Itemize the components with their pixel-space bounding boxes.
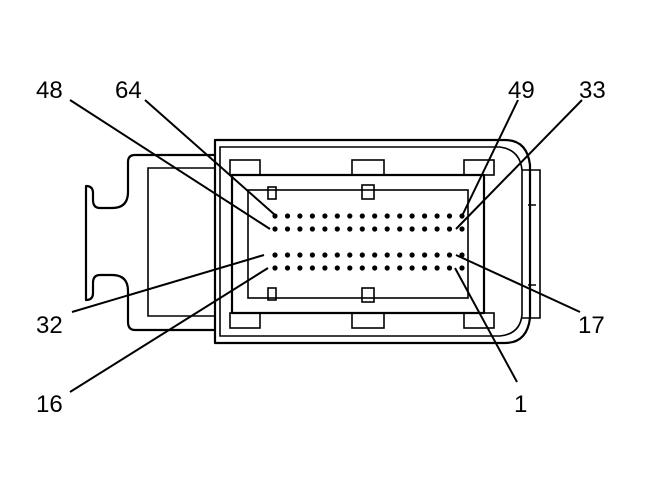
leader-line-17: [455, 254, 581, 313]
pin-63: [284, 213, 291, 219]
pin-60: [322, 213, 328, 219]
bottom-key-tab: [351, 312, 385, 329]
top-key-tab: [229, 159, 261, 176]
pin-29: [309, 252, 315, 258]
leader-line-33: [455, 99, 583, 230]
connector-right-cap: [522, 169, 541, 319]
pin-5: [409, 265, 415, 271]
pin-21: [409, 252, 415, 258]
pin-2: [446, 265, 453, 271]
pin-field-frame: [247, 189, 469, 299]
pin-33: [459, 226, 465, 232]
pin-39: [384, 226, 390, 232]
pin-48: [272, 226, 278, 232]
leader-line-16: [69, 267, 269, 393]
bottom-key-tab: [229, 312, 261, 329]
pin-38: [397, 226, 403, 232]
pin-label-48: 48: [36, 77, 63, 104]
pin-labels: 48 64 49 33 32 17 16 1: [36, 77, 606, 418]
inner-post: [267, 186, 277, 200]
pin-grid: [272, 213, 465, 271]
pin-25: [359, 252, 365, 258]
pin-42: [347, 226, 353, 232]
pin-26: [347, 252, 353, 258]
pin-43: [334, 226, 340, 232]
pin-59: [334, 213, 340, 219]
connector-inner-shell: [219, 146, 523, 337]
pin-label-1: 1: [514, 391, 527, 418]
top-key-tab: [463, 159, 495, 176]
pin-label-17: 17: [578, 312, 605, 339]
pin-14: [297, 265, 303, 271]
pin-15: [284, 265, 291, 271]
pin-12: [322, 265, 328, 271]
leader-line-49: [461, 99, 519, 217]
pin-1: [459, 265, 465, 271]
pin-28: [322, 252, 328, 258]
pin-36: [422, 226, 428, 232]
pin-37: [409, 226, 415, 232]
pin-54: [397, 213, 403, 219]
pin-8: [372, 265, 378, 271]
bottom-key-tab: [463, 312, 495, 329]
pin-label-49: 49: [508, 77, 535, 104]
pin-10: [347, 265, 353, 271]
pin-22: [397, 252, 403, 258]
inner-post: [267, 287, 277, 301]
pin-40: [372, 226, 378, 232]
leader-line-32: [71, 254, 265, 313]
pin-19: [434, 252, 440, 258]
pin-50: [446, 213, 453, 219]
pin-label-33: 33: [579, 77, 606, 104]
leader-line-64: [144, 99, 276, 216]
pin-11: [334, 265, 340, 271]
connector-right-cap-detail: [528, 204, 536, 286]
pin-label-64: 64: [115, 77, 142, 104]
pin-27: [334, 252, 340, 258]
pin-44: [322, 226, 328, 232]
pin-18: [446, 252, 453, 258]
leader-line-1: [454, 267, 518, 383]
pin-34: [446, 226, 453, 232]
inner-post: [361, 287, 375, 303]
leader-lines: [69, 99, 583, 393]
pin-6: [397, 265, 403, 271]
pin-23: [384, 252, 390, 258]
pin-47: [284, 226, 291, 232]
pin-31: [284, 252, 291, 258]
pin-24: [372, 252, 378, 258]
pin-30: [297, 252, 303, 258]
pin-16: [272, 265, 278, 271]
connector-body: [84, 138, 541, 345]
leader-line-48: [69, 99, 271, 230]
pin-56: [372, 213, 378, 219]
pin-label-32: 32: [36, 312, 63, 339]
pin-35: [434, 226, 440, 232]
pin-61: [309, 213, 315, 219]
pin-20: [422, 252, 428, 258]
pin-13: [309, 265, 315, 271]
pin-51: [434, 213, 440, 219]
pin-57: [359, 213, 365, 219]
pin-9: [359, 265, 365, 271]
pin-3: [434, 265, 440, 271]
pin-32: [272, 252, 278, 258]
pin-62: [297, 213, 303, 219]
pin-53: [409, 213, 415, 219]
pin-52: [422, 213, 428, 219]
connector-latch-inner: [147, 167, 215, 317]
connector-cavity: [230, 173, 486, 315]
pin-45: [309, 226, 315, 232]
pin-41: [359, 226, 365, 232]
pin-55: [384, 213, 390, 219]
pin-58: [347, 213, 353, 219]
pin-7: [384, 265, 390, 271]
top-key-tab: [351, 159, 385, 176]
connector-latch-housing: [84, 153, 215, 332]
inner-post: [361, 184, 375, 200]
pin-46: [297, 226, 303, 232]
pin-4: [422, 265, 428, 271]
pin-label-16: 16: [36, 391, 63, 418]
